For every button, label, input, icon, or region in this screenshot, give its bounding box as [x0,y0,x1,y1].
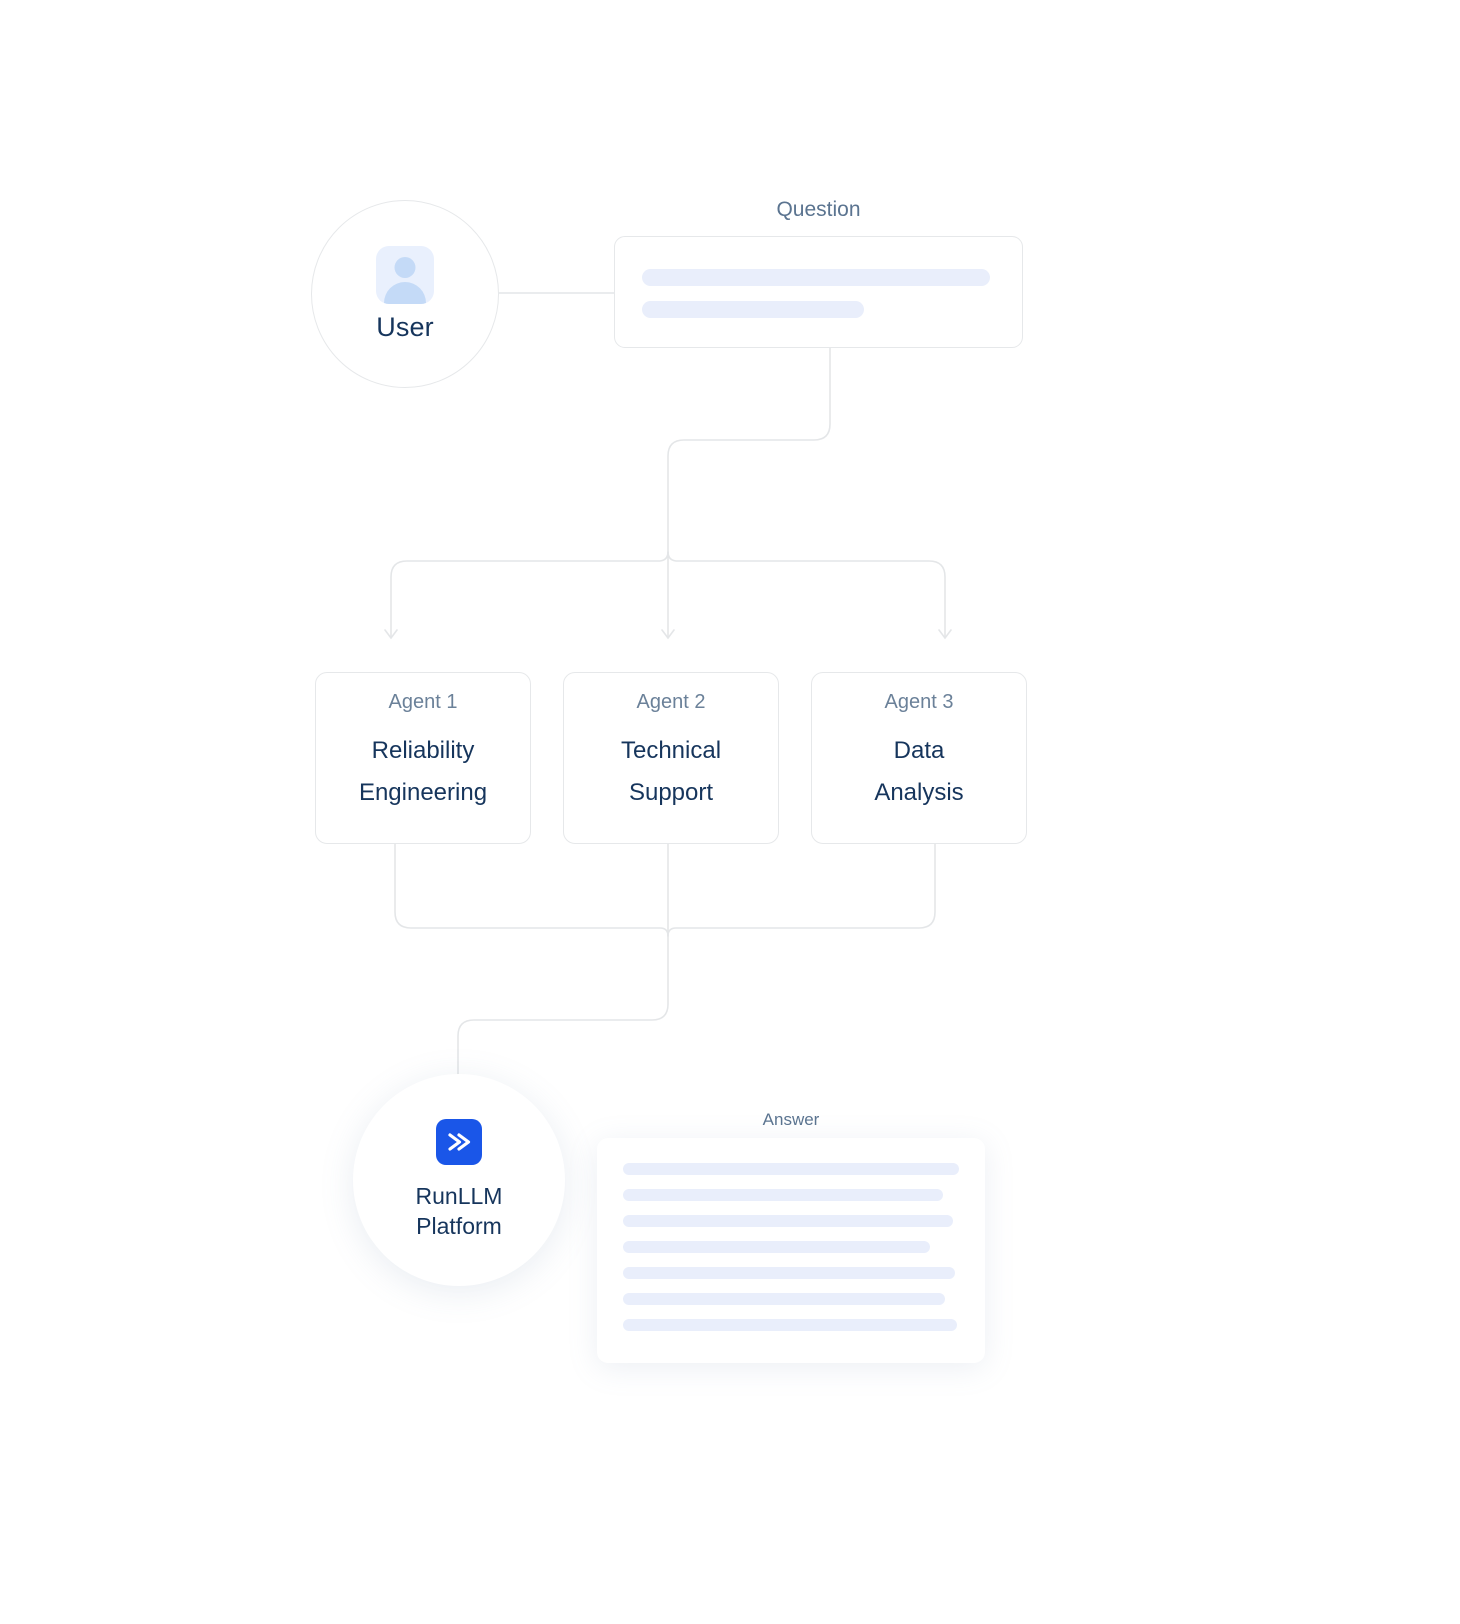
answer-skeleton-line [623,1293,945,1305]
runllm-double-chevron-icon [436,1119,482,1165]
platform-name-line-2: Platform [416,1213,502,1239]
answer-skeleton-line [623,1241,930,1253]
arrowhead-agent-1 [384,629,398,640]
arrowhead-agent-3 [938,629,952,640]
question-skeleton-line [642,301,864,318]
agent-title-line-2: Support [628,779,714,806]
answer-panel [597,1138,985,1363]
agent-card-technical-support[interactable]: Agent 2 Technical Support [563,672,779,844]
wire-agent1-to-merge [394,843,669,937]
answer-skeleton-line [623,1319,957,1331]
answer-skeleton-line [623,1189,943,1201]
avatar-body-shape [384,281,426,304]
question-label: Question [776,198,861,221]
platform-name-line-1: RunLLM [415,1183,503,1209]
agent-card-data-analysis[interactable]: Agent 3 Data Analysis [811,672,1027,844]
agent-card-reliability-engineering[interactable]: Agent 1 Reliability Engineering [315,672,531,844]
agent-title-line-1: Reliability [371,737,475,764]
user-avatar-icon [376,245,434,304]
agent-title-line-2: Analysis [874,779,964,806]
answer-skeleton-line [623,1267,955,1279]
runllm-platform-node: RunLLM Platform [353,1074,565,1286]
agent-tag: Agent 1 [388,691,458,713]
agent-tag: Agent 2 [636,691,706,713]
agent-title-line-1: Technical [620,737,722,764]
wire-question-to-trunk [667,347,831,553]
agent-tag: Agent 3 [884,691,954,713]
answer-skeleton-line [623,1163,959,1175]
agent-title-line-2: Engineering [358,779,488,806]
user-node: User [311,200,499,388]
avatar-head-shape [394,256,416,278]
arrowhead-agent-2 [661,629,675,640]
question-skeleton-line [642,269,990,286]
answer-label: Answer [762,1110,820,1129]
wire-branch-left [390,551,669,637]
wire-merge-to-platform [457,935,669,1079]
user-label: User [376,311,434,342]
wire-branch-right [667,551,946,637]
agent-title-line-1: Data [893,737,945,764]
question-panel [614,236,1023,348]
answer-skeleton-line [623,1215,953,1227]
wire-agent3-to-merge [667,843,936,937]
